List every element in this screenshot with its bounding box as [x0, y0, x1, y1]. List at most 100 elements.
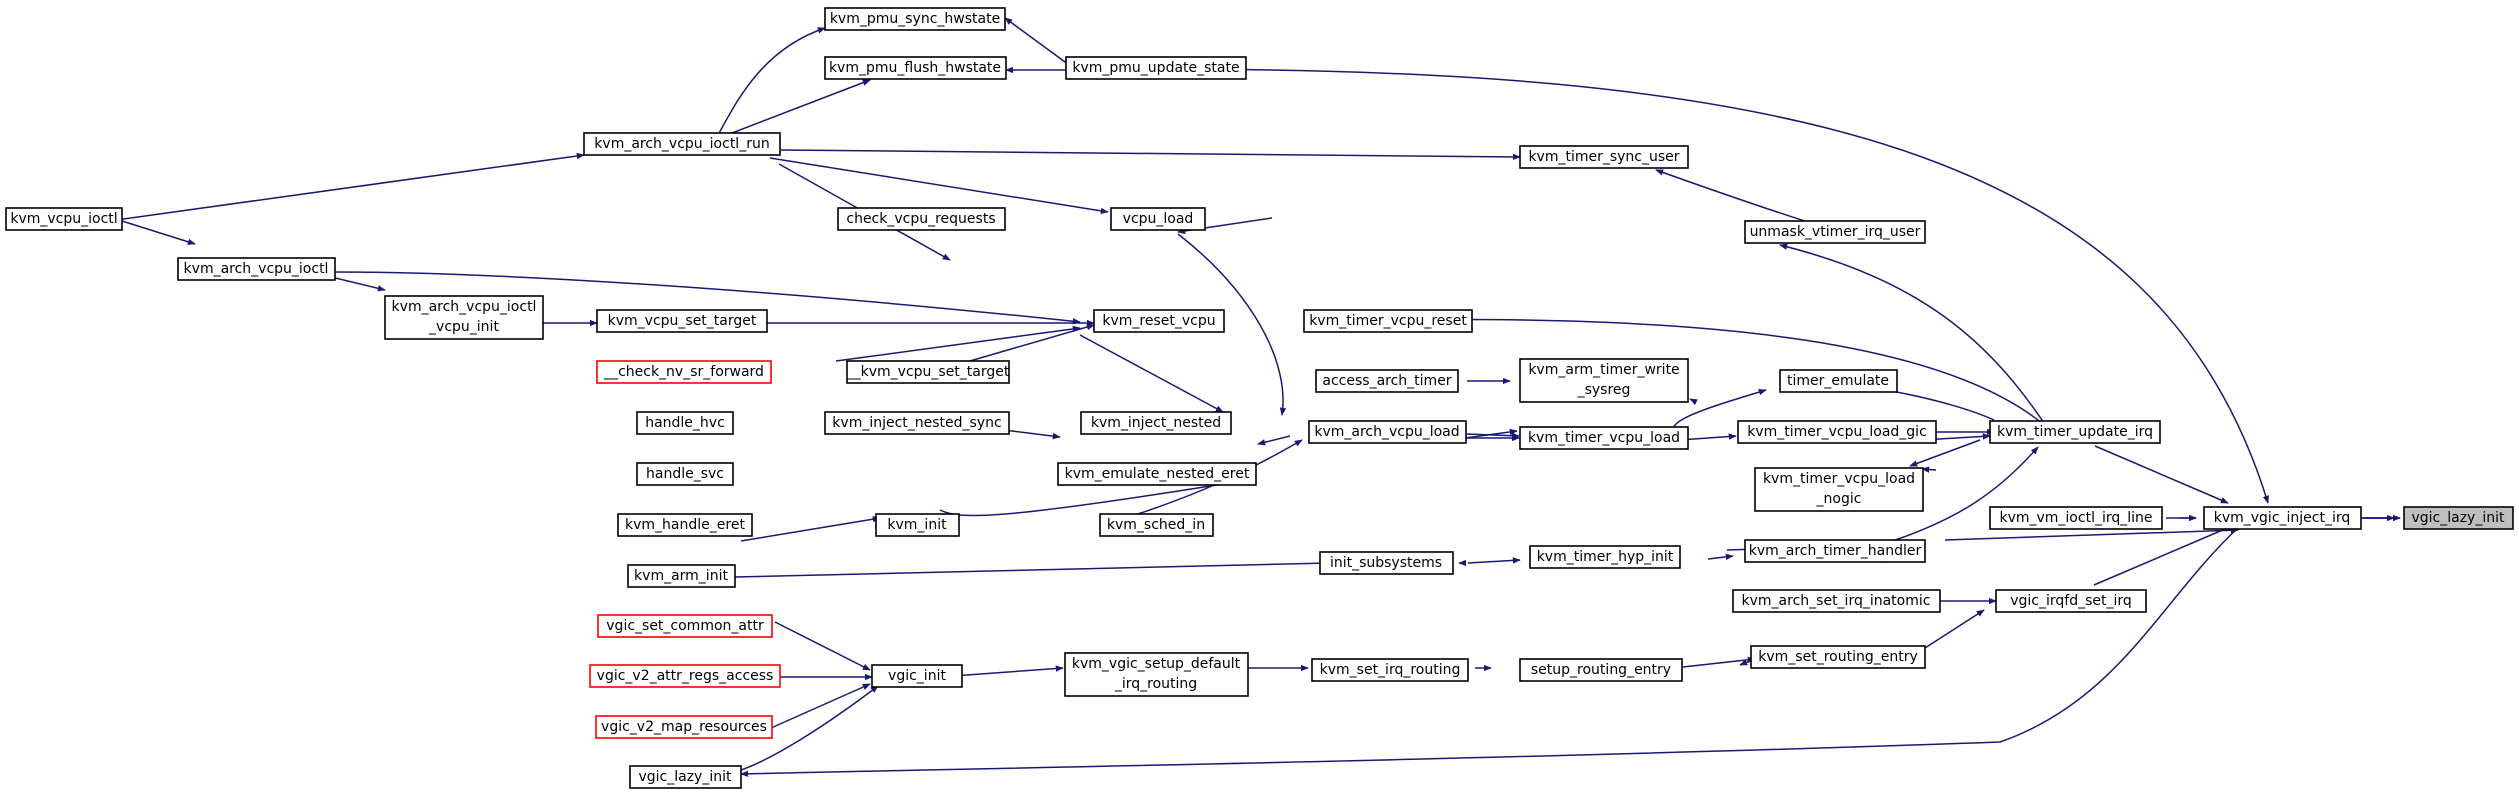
node-label: vcpu_load	[1123, 211, 1194, 227]
node-kvm-pmu-update-state[interactable]: kvm_pmu_update_state	[1065, 56, 1247, 80]
node-label: kvm_timer_vcpu_load	[1528, 430, 1680, 446]
node-kvm-timer-vcpu-load[interactable]: kvm_timer_vcpu_load	[1519, 426, 1689, 450]
node-label: check_vcpu_requests	[846, 211, 995, 227]
node-label: _sysreg	[1577, 382, 1631, 398]
node-kvm-vgic-inject-irq[interactable]: kvm_vgic_inject_irq	[2203, 506, 2362, 530]
node-kvm-set-irq-routing[interactable]: kvm_set_irq_routing	[1311, 658, 1469, 682]
node-check-vcpu-requests[interactable]: check_vcpu_requests	[837, 207, 1006, 231]
node-kvm-arm-timer-write-sysreg[interactable]: kvm_arm_timer_write_sysreg	[1519, 358, 1689, 403]
node-kvm-vcpu-ioctl[interactable]: kvm_vcpu_ioctl	[5, 207, 123, 231]
edge	[740, 516, 881, 542]
node-kvm-pmu-flush-hwstate[interactable]: kvm_pmu_flush_hwstate	[824, 56, 1007, 80]
node-label: kvm_sched_in	[1107, 517, 1205, 533]
node-kvm-timer-vcpu-load-gic[interactable]: kvm_timer_vcpu_load_gic	[1737, 420, 1937, 444]
edge	[2094, 445, 2229, 504]
node-handle-hvc[interactable]: handle_hvc	[636, 411, 734, 435]
edge	[1177, 233, 1287, 416]
edge	[769, 157, 1109, 215]
node-handle-svc[interactable]: handle_svc	[636, 462, 734, 486]
node-kvm-arm-init[interactable]: kvm_arm_init	[627, 564, 736, 588]
node-kvm-emulate-nested-eret[interactable]: kvm_emulate_nested_eret	[1057, 462, 1257, 486]
node-label: handle_hvc	[645, 415, 725, 431]
edge	[770, 683, 871, 729]
node-label: vgic_v2_map_resources	[601, 719, 767, 735]
node-vgic-lazy-init-caller[interactable]: vgic_lazy_init	[629, 765, 742, 789]
node-kvm-arch-set-irq-inatomic[interactable]: kvm_arch_set_irq_inatomic	[1732, 589, 1941, 613]
node-init-subsystems[interactable]: init_subsystems	[1319, 551, 1454, 575]
node-kvm-timer-update-irq[interactable]: kvm_timer_update_irq	[1989, 420, 2161, 444]
node-label: unmask_vtimer_irq_user	[1750, 224, 1921, 240]
node-label: vgic_lazy_init	[2411, 510, 2505, 526]
node-timer-emulate[interactable]: timer_emulate	[1779, 369, 1898, 393]
edge	[740, 525, 2241, 778]
node-vgic-irqfd-set-irq[interactable]: vgic_irqfd_set_irq	[1995, 589, 2147, 613]
node-label: kvm_set_routing_entry	[1758, 649, 1917, 665]
edge	[1257, 435, 1291, 446]
node-vcpu-load[interactable]: vcpu_load	[1110, 207, 1206, 231]
node-label: kvm_pmu_sync_hwstate	[830, 11, 1000, 27]
node-kvm-set-routing-entry[interactable]: kvm_set_routing_entry	[1750, 645, 1926, 669]
node-vgic-lazy-init-target[interactable]: vgic_lazy_init	[2403, 506, 2514, 530]
node-label: kvm_vgic_setup_default	[1072, 656, 1241, 672]
edge	[1707, 553, 1734, 561]
node-kvm-timer-hyp-init[interactable]: kvm_timer_hyp_init	[1529, 545, 1681, 569]
node-label: kvm_timer_vcpu_load_gic	[1747, 424, 1927, 440]
node-label: kvm_vgic_inject_irq	[2214, 510, 2351, 526]
node-vgic-v2-attr-regs-access[interactable]: vgic_v2_attr_regs_access	[589, 664, 781, 688]
edge	[1679, 433, 1737, 441]
node-kvm-inject-nested-sync[interactable]: kvm_inject_nested_sync	[824, 411, 1010, 435]
node-kvm-vgic-setup-default-irq-routing[interactable]: kvm_vgic_setup_default _irq_routing	[1064, 652, 1249, 697]
node-kvm-sched-in[interactable]: kvm_sched_in	[1099, 513, 1214, 537]
node-kvm-vcpu-set-target[interactable]: kvm_vcpu_set_target	[596, 309, 768, 333]
node-kvm-arch-vcpu-ioctl-vcpu-init[interactable]: kvm_arch_vcpu_ioctl _vcpu_init	[384, 295, 544, 340]
node-kvm-inject-nested[interactable]: kvm_inject_nested	[1080, 411, 1232, 435]
edge	[733, 559, 1330, 578]
node-label: vgic_lazy_init	[638, 769, 732, 785]
node-kvm-timer-vcpu-reset[interactable]: kvm_timer_vcpu_reset	[1303, 309, 1473, 333]
edge	[1075, 68, 2269, 504]
node-vgic-v2-map-resources[interactable]: vgic_v2_map_resources	[595, 715, 773, 739]
node-label: kvm_handle_eret	[625, 517, 745, 533]
node-kvm-arch-vcpu-load[interactable]: kvm_arch_vcpu_load	[1308, 420, 1467, 444]
edge	[740, 685, 879, 771]
node-check-nv-sr-forward[interactable]: __check_nv_sr_forward	[596, 360, 772, 384]
node-label: kvm_arm_init	[634, 568, 728, 584]
edge	[115, 152, 585, 221]
node-label: kvm_emulate_nested_eret	[1065, 466, 1250, 482]
node-kvm-arch-timer-handler[interactable]: kvm_arch_timer_handler	[1744, 539, 1926, 563]
node-label: kvm_vm_ioctl_irq_line	[1999, 510, 2152, 526]
node-label: _vcpu_init	[428, 319, 499, 335]
node-label: vgic_v2_attr_regs_access	[597, 668, 774, 684]
node-label: __kvm_vcpu_set_target	[846, 364, 1010, 380]
node-kvm-vcpu-set-target2[interactable]: __kvm_vcpu_set_target	[846, 360, 1010, 384]
node-kvm-vm-ioctl-irq-line[interactable]: kvm_vm_ioctl_irq_line	[1989, 506, 2163, 530]
edge	[1079, 334, 1224, 413]
node-access-arch-timer[interactable]: access_arch_timer	[1315, 369, 1459, 393]
node-vgic-set-common-attr[interactable]: vgic_set_common_attr	[597, 614, 773, 638]
node-kvm-arch-vcpu-ioctl[interactable]: kvm_arch_vcpu_ioctl	[177, 257, 336, 281]
node-kvm-init[interactable]: kvm_init	[875, 513, 960, 537]
node-label: kvm_timer_vcpu_reset	[1309, 313, 1467, 329]
edges	[115, 17, 2401, 778]
node-label: kvm_reset_vcpu	[1102, 313, 1215, 329]
edge	[1921, 466, 1937, 473]
node-kvm-timer-vcpu-load-nogic[interactable]: kvm_timer_vcpu_load_nogic	[1754, 467, 1924, 512]
nodes: kvm_pmu_sync_hwstate kvm_pmu_flush_hwsta…	[5, 7, 2514, 789]
node-kvm-arch-vcpu-ioctl-run[interactable]: kvm_arch_vcpu_ioctl_run	[583, 132, 781, 156]
node-unmask-vtimer-irq-user[interactable]: unmask_vtimer_irq_user	[1744, 220, 1926, 244]
node-setup-routing-entry[interactable]: setup_routing_entry	[1519, 658, 1683, 682]
node-vgic-init[interactable]: vgic_init	[871, 664, 963, 688]
node-kvm-timer-sync-user[interactable]: kvm_timer_sync_user	[1519, 145, 1689, 169]
edge	[1779, 243, 2051, 433]
node-kvm-pmu-sync-hwstate[interactable]: kvm_pmu_sync_hwstate	[824, 7, 1006, 31]
edge	[121, 220, 196, 245]
node-label: kvm_pmu_flush_hwstate	[829, 60, 1001, 76]
node-label: _nogic	[1816, 491, 1862, 507]
node-label: timer_emulate	[1787, 373, 1889, 389]
node-kvm-reset-vcpu[interactable]: kvm_reset_vcpu	[1093, 309, 1225, 333]
node-label: kvm_vcpu_ioctl	[10, 211, 117, 227]
edge	[1689, 398, 1698, 406]
node-label: _irq_routing	[1114, 676, 1197, 692]
node-kvm-handle-eret[interactable]: kvm_handle_eret	[617, 513, 753, 537]
node-label: kvm_arch_vcpu_ioctl	[392, 299, 537, 315]
